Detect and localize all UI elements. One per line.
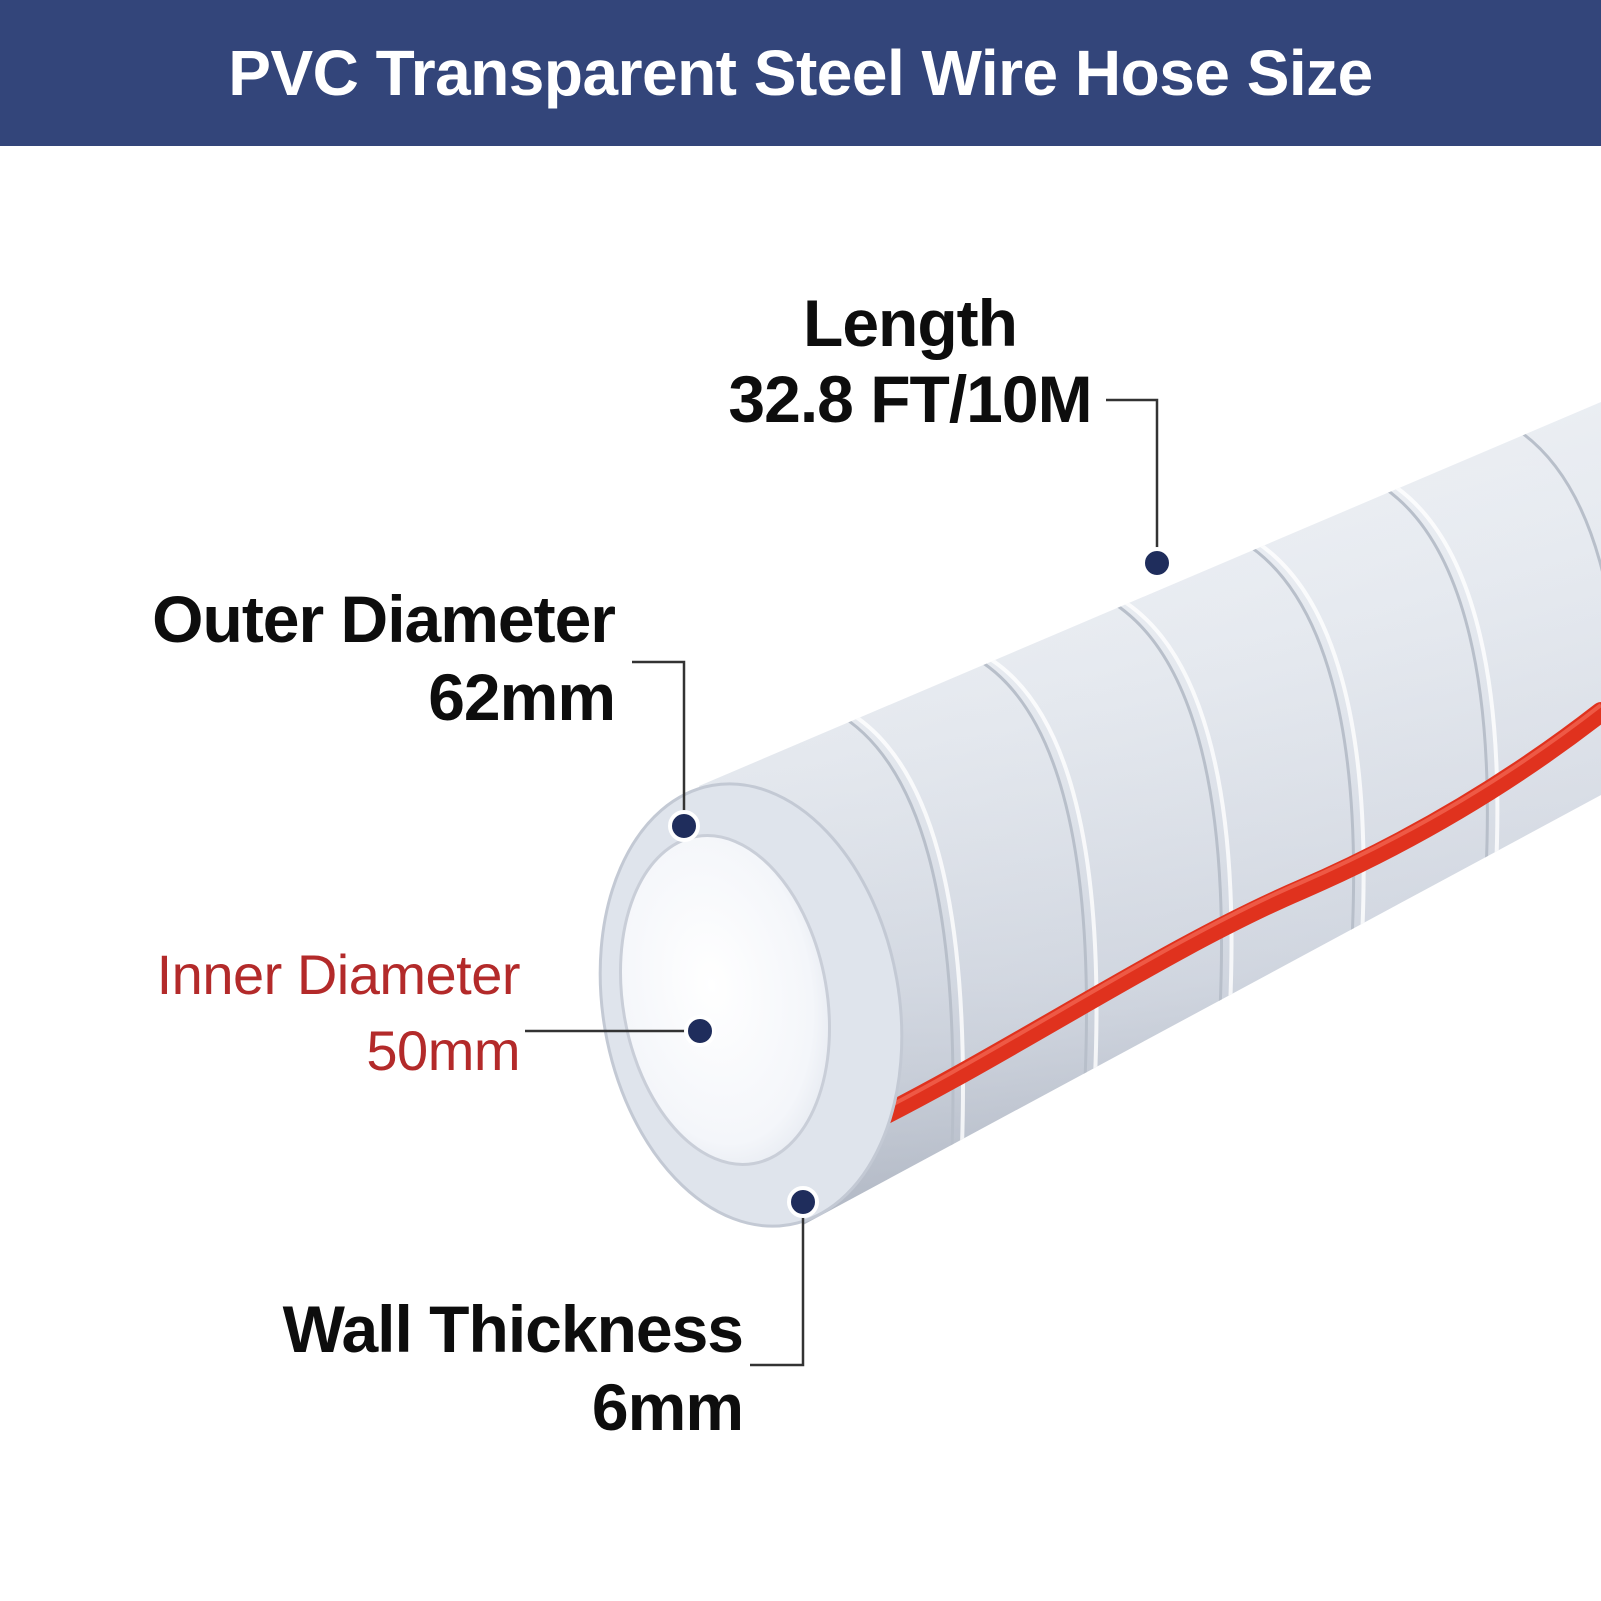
wall-thickness-label-group: Wall Thickness 6mm <box>200 1292 744 1444</box>
dot-marker-icon <box>1141 547 1173 579</box>
wall-thickness-value: 6mm <box>591 1370 744 1444</box>
inner-diameter-value: 50mm <box>366 1019 520 1082</box>
length-label: Length <box>803 286 1018 360</box>
hose-end-inner <box>618 834 832 1166</box>
dot-marker-icon <box>668 810 700 842</box>
red-wire <box>838 702 1601 1143</box>
wall-thickness-label: Wall Thickness <box>282 1292 744 1366</box>
leader-lines <box>525 398 1159 1367</box>
outer-diameter-label-group: Outer Diameter 62mm <box>100 582 616 734</box>
dot-marker-icon <box>684 1015 716 1047</box>
inner-diameter-label: Inner Diameter <box>156 943 521 1006</box>
outer-diameter-label: Outer Diameter <box>152 582 616 656</box>
page-title: PVC Transparent Steel Wire Hose Size <box>228 37 1373 109</box>
length-value: 32.8 FT/10M <box>728 362 1092 436</box>
dot-marker-icon <box>787 1186 819 1218</box>
header-banner: PVC Transparent Steel Wire Hose Size <box>0 0 1601 146</box>
outer-diameter-value: 62mm <box>428 660 616 734</box>
inner-diameter-label-group: Inner Diameter 50mm <box>100 943 521 1082</box>
length-label-group: Length 32.8 FT/10M <box>710 290 1110 432</box>
dot-markers <box>668 547 1173 1218</box>
